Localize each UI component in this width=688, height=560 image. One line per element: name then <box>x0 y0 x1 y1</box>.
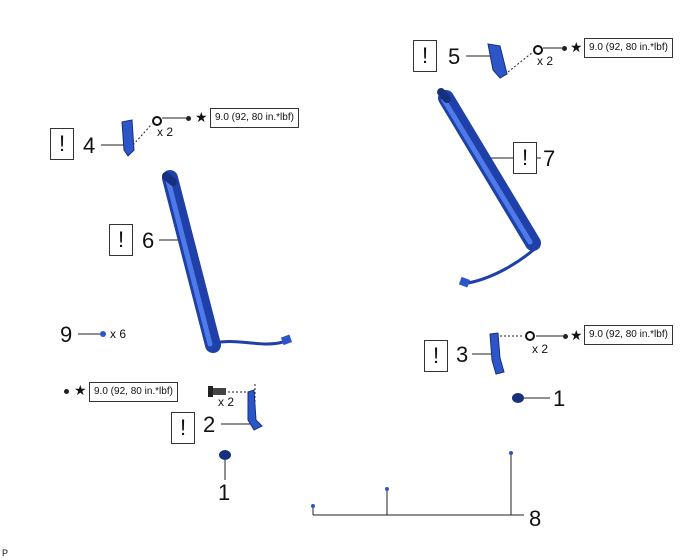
torque-spec-5: 9.0 (92, 80 in.*lbf) <box>584 38 673 58</box>
torque-dot-3 <box>563 334 568 339</box>
star-icon: ★ <box>570 39 583 55</box>
qty-5: x 2 <box>537 54 554 68</box>
bolt-2 <box>208 386 226 397</box>
footnote-code: P <box>2 548 9 558</box>
torque-spec-4: 9.0 (92, 80 in.*lbf) <box>210 108 299 128</box>
callout-7: 7 <box>543 146 556 171</box>
qty-2: x 2 <box>218 395 235 409</box>
warning-box-6: ! <box>109 224 133 256</box>
star-icon: ★ <box>195 109 208 125</box>
warning-box-4: ! <box>50 128 74 160</box>
torque-dot-5 <box>562 46 567 51</box>
warning-box-5: ! <box>413 40 437 72</box>
callout-2: 2 <box>203 412 216 437</box>
torque-spec-3: 9.0 (92, 80 in.*lbf) <box>584 325 673 345</box>
stay-bracket-3 <box>489 332 505 375</box>
callout-8: 8 <box>529 506 542 531</box>
torque-dot-4 <box>186 116 191 121</box>
qty-9: x 6 <box>110 327 127 341</box>
callout-1-right: 1 <box>553 386 566 411</box>
back-door-stay-left <box>162 170 293 353</box>
cap-1-right <box>512 393 524 403</box>
bolt-4 <box>152 116 162 126</box>
star-icon: ★ <box>74 382 87 398</box>
warning-box-7: ! <box>513 142 537 174</box>
clip-9 <box>100 331 106 337</box>
warning-box-3: ! <box>424 340 448 372</box>
stay-bracket-4 <box>121 119 135 157</box>
warning-box-2: ! <box>171 412 195 444</box>
star-icon: ★ <box>570 327 583 343</box>
callout-9: 9 <box>60 322 73 347</box>
qty-4: x 2 <box>157 125 174 139</box>
stay-bracket-5 <box>487 43 508 79</box>
callout-5: 5 <box>448 44 461 69</box>
callout-3: 3 <box>456 342 469 367</box>
cap-1-left <box>219 450 231 460</box>
stay-bracket-2 <box>247 389 263 431</box>
callout-6: 6 <box>142 228 155 253</box>
clips-8 <box>311 451 513 508</box>
callout-4: 4 <box>83 133 96 158</box>
torque-dot-2 <box>64 389 69 394</box>
torque-spec-2: 9.0 (92, 80 in.*lbf) <box>89 382 178 402</box>
callout-1-left: 1 <box>218 480 231 505</box>
back-door-stay-right <box>437 88 541 288</box>
qty-3: x 2 <box>532 342 549 356</box>
bolt-5 <box>533 45 543 55</box>
bolt-3 <box>525 331 535 341</box>
